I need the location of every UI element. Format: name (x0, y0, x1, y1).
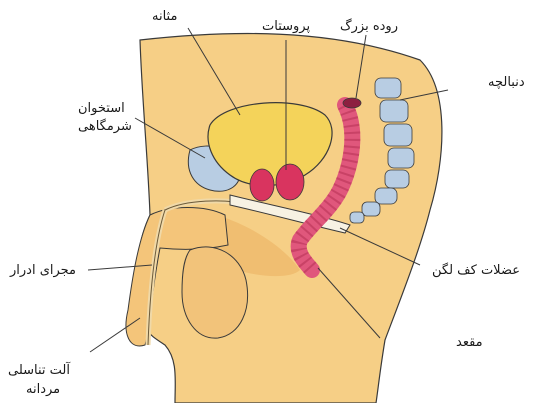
label-coccyx: دنبالچه (488, 74, 525, 91)
label-large-intestine: روده بزرگ (340, 18, 398, 35)
label-pubic-bone-1: استخوان (78, 100, 125, 117)
label-penis-1: آلت تناسلی (8, 362, 70, 379)
prostate-left (250, 169, 274, 201)
label-penis-2: مردانه (26, 381, 60, 398)
label-prostate: پروستات (262, 18, 310, 35)
label-pelvic-floor: عضلات کف لگن (432, 262, 520, 279)
prostate-right (276, 164, 304, 200)
label-anus: مقعد (456, 334, 483, 351)
intestine-opening (343, 98, 361, 108)
label-bladder: مثانه (152, 8, 177, 25)
label-pubic-bone-2: شرمگاهی (78, 118, 132, 135)
label-urethra: مجرای ادرار (10, 262, 76, 279)
